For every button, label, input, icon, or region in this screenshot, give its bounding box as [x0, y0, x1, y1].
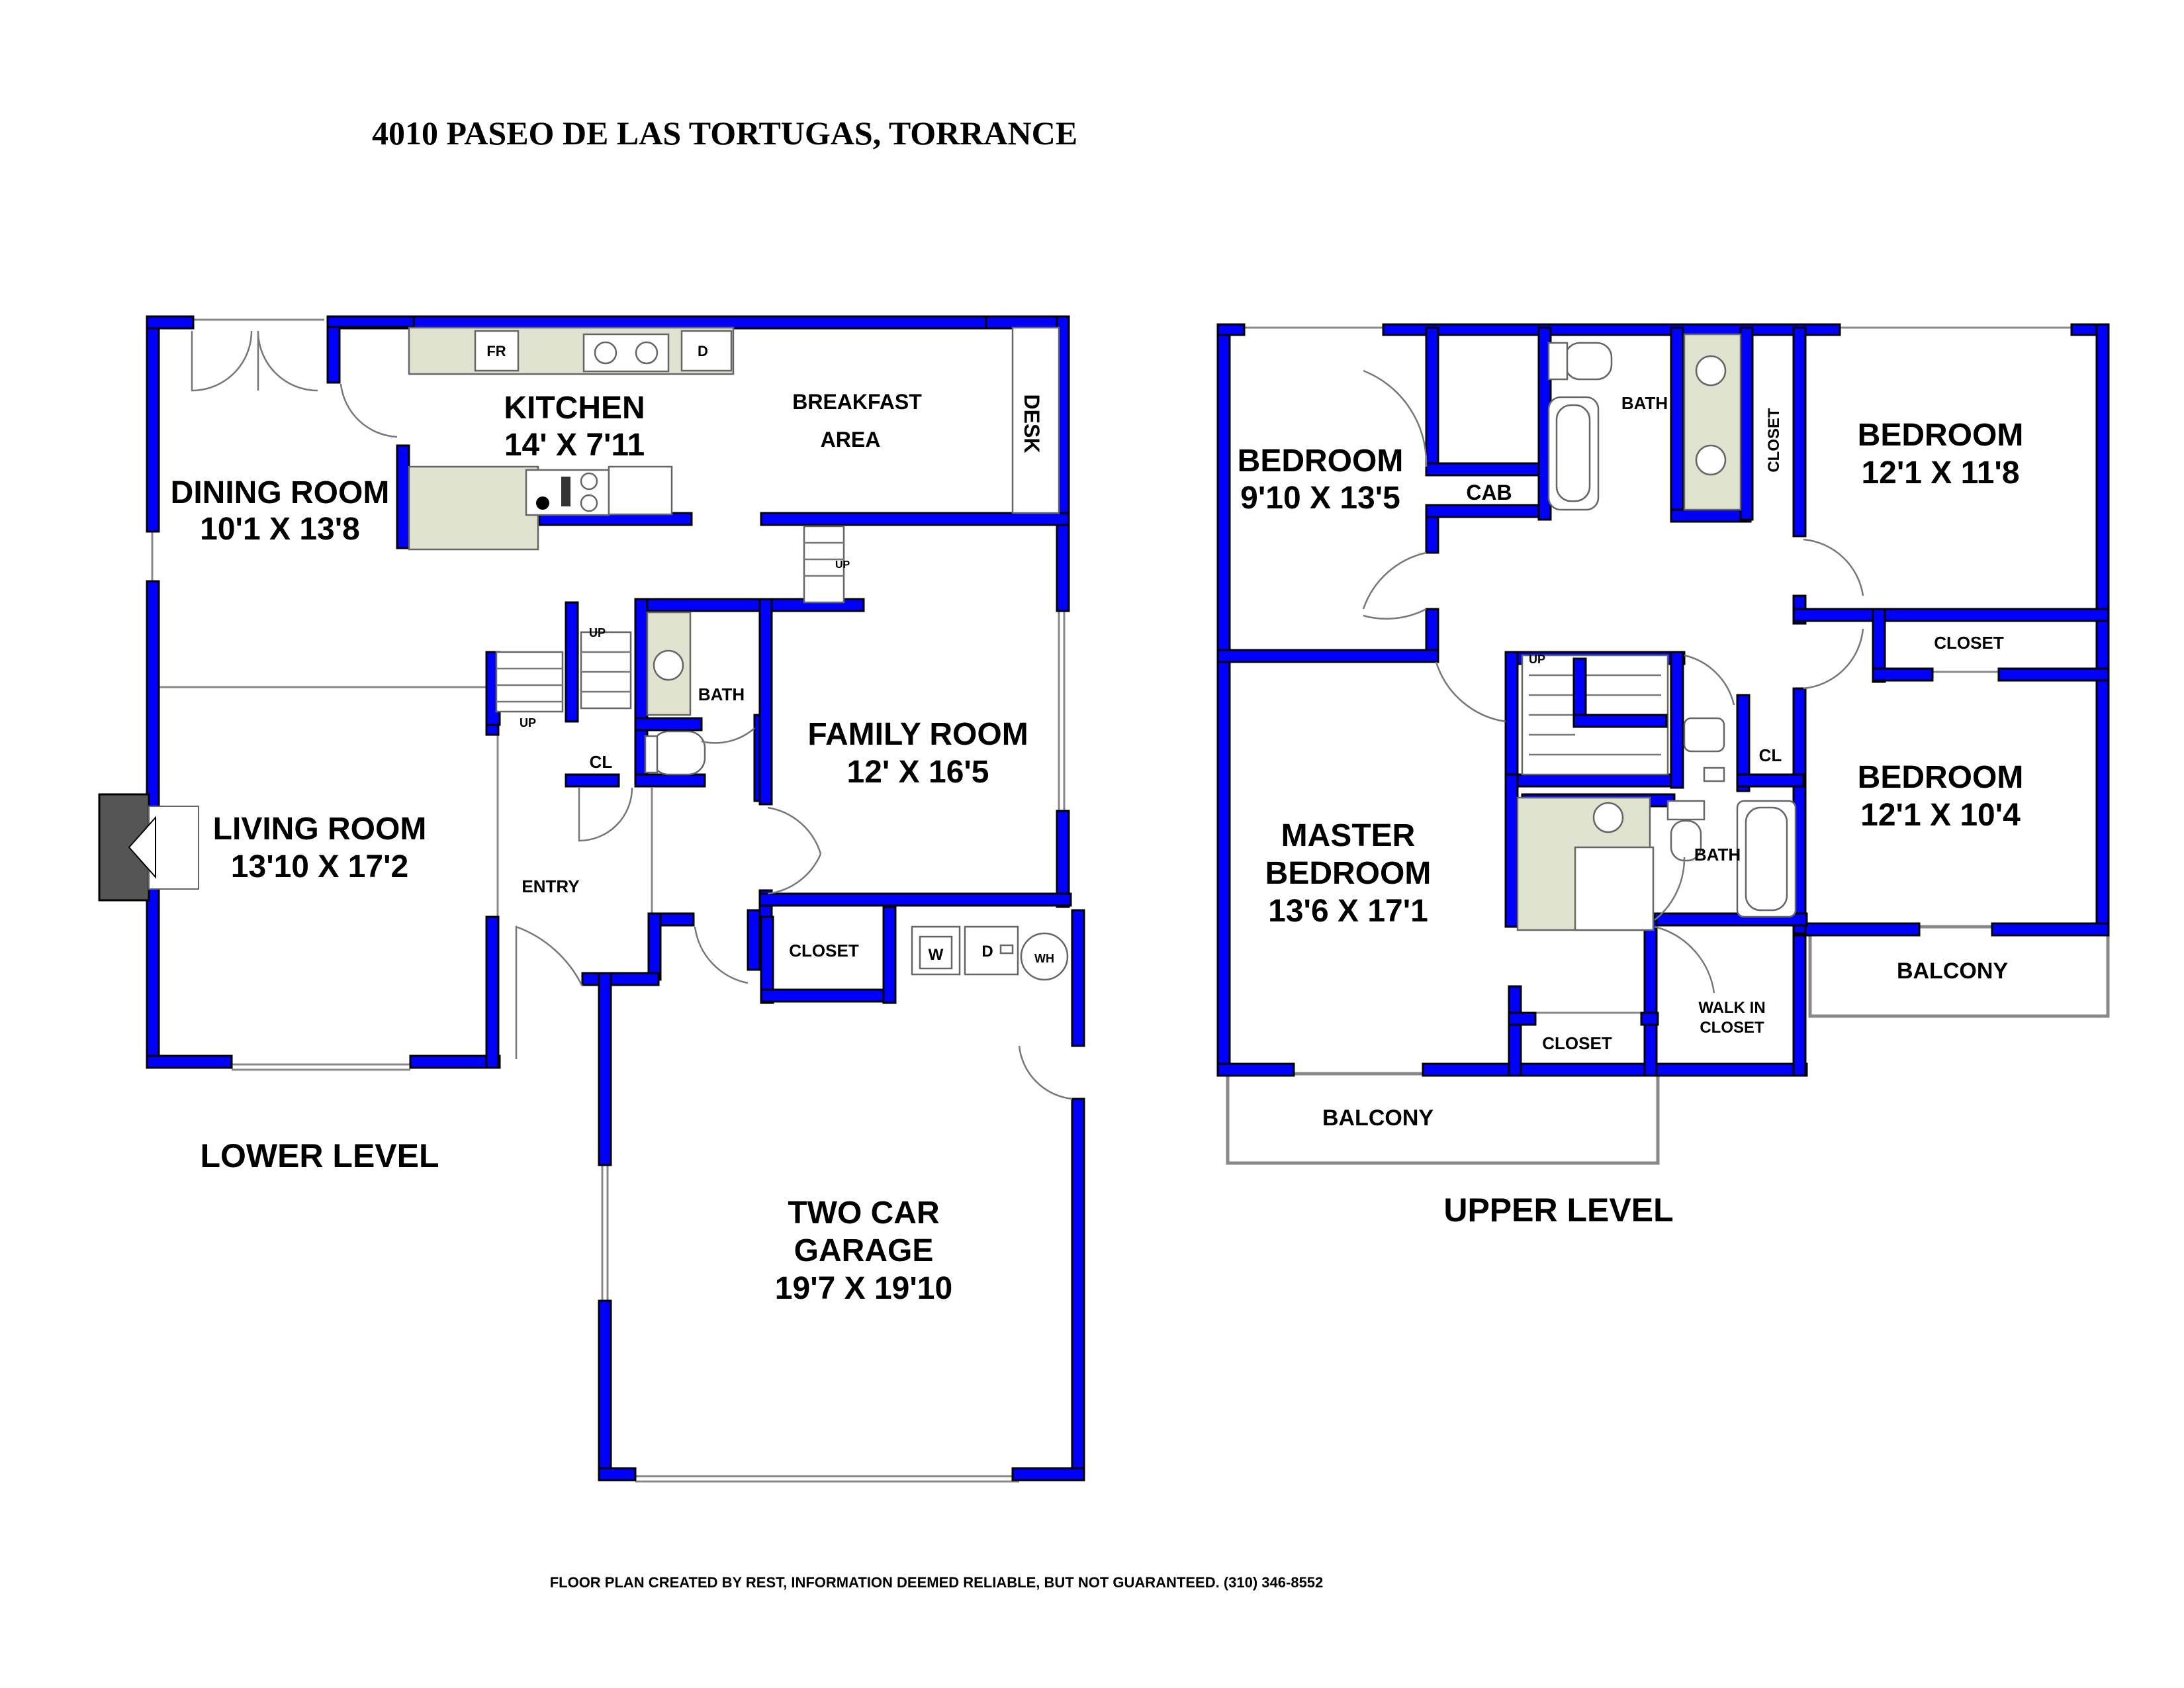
bedroom-3-name: BEDROOM	[1858, 760, 2024, 795]
walk-in-closet-label: WALK IN	[1698, 999, 1765, 1017]
garage-dims: 19'7 X 19'10	[775, 1271, 952, 1306]
upper-doors	[1362, 369, 1864, 994]
desk	[1011, 326, 1060, 514]
breakfast-area-label: BREAKFAST	[792, 390, 922, 414]
balcony-1-label: BALCONY	[1322, 1105, 1433, 1131]
upper-closet-2-label: CLOSET	[1934, 633, 2004, 653]
upper-bath-fixtures	[1516, 333, 1797, 931]
kitchen-name: KITCHEN	[504, 391, 645, 426]
master-dims: 13'6 X 17'1	[1268, 894, 1428, 929]
desk-label: DESK	[1020, 395, 1044, 453]
breakfast-area-label-2: AREA	[821, 428, 881, 451]
family-room-name: FAMILY ROOM	[807, 717, 1028, 752]
family-room-dims: 12' X 16'5	[847, 755, 989, 790]
cab-label: CAB	[1466, 481, 1512, 504]
lower-level-caption: LOWER LEVEL	[200, 1137, 439, 1174]
master-name-line1: MASTER	[1281, 818, 1416, 853]
stairs-up-label: UP	[520, 716, 536, 729]
living-room-name: LIVING ROOM	[213, 812, 427, 847]
lower-bath-label: BATH	[698, 684, 745, 704]
entry-label: ENTRY	[522, 876, 579, 896]
dining-room-name: DINING ROOM	[171, 475, 390, 510]
bedroom-2-name: BEDROOM	[1858, 418, 2024, 453]
fireplace	[98, 793, 199, 902]
kitchen-dims: 14' X 7'11	[504, 428, 645, 463]
upper-bath-2-label: BATH	[1694, 845, 1741, 865]
living-room-dims: 13'10 X 17'2	[231, 849, 408, 884]
stairs-up-label: UP	[589, 626, 606, 639]
garage-name-line2: GARAGE	[794, 1233, 934, 1268]
dishwasher-label: D	[698, 343, 708, 359]
upper-stairs-up-label: UP	[1529, 653, 1545, 666]
upper-cl-label: CL	[1759, 745, 1782, 765]
bedroom-3-dims: 12'1 X 10'4	[1860, 798, 2021, 833]
plan-title: 4010 PASEO DE LAS TORTUGAS, TORRANCE	[372, 115, 1077, 152]
lower-stairs: UP UP UP	[495, 525, 850, 729]
lower-doors	[191, 330, 1073, 1100]
dining-room-dims: 10'1 X 13'8	[200, 512, 360, 547]
washer-label: W	[929, 946, 944, 964]
upper-closet-3-label: CLOSET	[1542, 1033, 1612, 1053]
upper-level-caption: UPPER LEVEL	[1443, 1192, 1673, 1229]
kitchen-fixtures: FR D	[408, 326, 735, 551]
bedroom-1-dims: 9'10 X 13'5	[1240, 481, 1400, 516]
stairs-up-label: UP	[835, 559, 850, 571]
balcony-2-label: BALCONY	[1897, 959, 2008, 984]
fridge-label: FR	[486, 343, 506, 359]
water-heater-label: WH	[1034, 952, 1054, 965]
lower-bath-fixtures	[644, 611, 706, 776]
lower-level: FR D DESK UP UP	[98, 315, 1085, 1483]
footer-disclaimer: FLOOR PLAN CREATED BY REST, INFORMATION …	[550, 1574, 1324, 1591]
dryer-label: D	[981, 943, 993, 961]
master-name-line2: BEDROOM	[1265, 856, 1432, 891]
upper-walls	[1216, 323, 2110, 1077]
walk-in-closet-label-2: CLOSET	[1700, 1019, 1764, 1037]
garage-name-line1: TWO CAR	[788, 1196, 939, 1231]
lower-closet-label: CLOSET	[789, 941, 859, 961]
upper-bath-1-label: BATH	[1621, 393, 1668, 413]
lower-cl-label: CL	[590, 752, 613, 772]
upper-level: UP BEDROOM 9'10 X 13'5 CAB BATH CLOSET B…	[1216, 323, 2110, 1229]
bedroom-1-name: BEDROOM	[1238, 444, 1404, 479]
upper-stairs: UP	[1521, 653, 1669, 776]
laundry: W D WH	[911, 925, 1069, 981]
bedroom-2-dims: 12'1 X 11'8	[1861, 455, 2019, 491]
upper-closet-vertical-label: CLOSET	[1765, 408, 1783, 473]
